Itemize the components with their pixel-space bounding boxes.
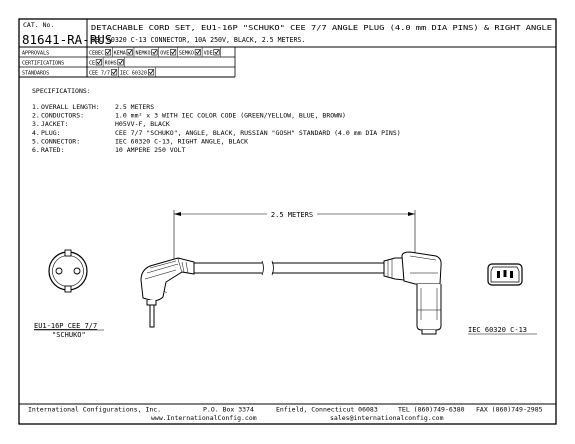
approvals-label: NEMKO — [135, 51, 150, 57]
spec-value: CEE 7/7 "SCHUKO", ANGLE, BLACK, RUSSIAN … — [115, 129, 401, 137]
footer-company: International Configurations, Inc. — [28, 406, 161, 414]
approvals-checkbox — [151, 49, 158, 56]
spec-label: CONNECTOR: — [41, 137, 80, 145]
approvals-checkbox — [170, 49, 177, 56]
approvals-checkbox — [104, 49, 112, 56]
plug-face-icon — [48, 249, 88, 293]
standards-label: IEC 60320 — [120, 71, 147, 77]
approvals-row: CEBEC KEMA NEMKO OVE SEMKO VDE — [89, 47, 221, 57]
spec-label: RATED: — [41, 146, 64, 154]
approvals-label: SEMKO — [179, 51, 194, 57]
footer-tel: TEL (860)749-6380 — [398, 406, 465, 414]
footer-email[interactable]: sales@internationalconfig.com — [330, 414, 444, 422]
cat-number: 81641-RA-RUS — [22, 32, 112, 47]
certifications-checkbox — [117, 59, 124, 66]
approvals-label: APPROVALS — [22, 51, 49, 57]
dimension-arrow-left — [174, 212, 181, 216]
check-mark-icon — [127, 49, 133, 55]
certifications-label: CERTIFICATIONS — [22, 61, 64, 67]
standards-checkbox — [148, 69, 155, 76]
standards-row: CEE 7/7 IEC 60320 — [89, 67, 156, 77]
description-line-1: DETACHABLE CORD SET, EU1-16P "SCHUKO" CE… — [91, 24, 552, 32]
check-mark-icon — [152, 49, 157, 55]
footer-po-box: P.O. Box 3374 — [203, 406, 254, 414]
check-mark-icon — [118, 59, 123, 65]
cat-label: CAT. No. — [23, 21, 54, 29]
approvals-checkbox — [213, 49, 220, 56]
spec-number: 2. — [32, 112, 40, 120]
cord-break-mask — [262, 260, 272, 276]
plug-label-line-2: "SCHUKO" — [52, 331, 86, 339]
approvals-label: VDE — [204, 51, 213, 57]
footer-website[interactable]: www.InternationalConfig.com — [151, 414, 257, 422]
approvals-checkbox — [126, 49, 133, 56]
cord-drawing: 2.5 METERS — [34, 210, 537, 339]
plug-label-line-1: EU1-16P CEE 7/7 — [34, 322, 97, 330]
spec-label: CONDUCTORS: — [41, 112, 84, 120]
spec-value: IEC 60320 C-13, RIGHT ANGLE, BLACK — [115, 137, 248, 145]
spec-list: 1.OVERALL LENGTH: 2.5 METERS 2.CONDUCTORS:… — [32, 103, 401, 154]
certifications-label: CE — [89, 61, 95, 67]
check-mark-icon — [105, 49, 111, 55]
connector-label: IEC 60320 C-13 — [468, 326, 527, 334]
standards-label: CEE 7/7 — [89, 71, 110, 77]
certifications-label: ROHS — [105, 61, 117, 67]
title-block: CAT. No. 81641-RA-RUS DETACHABLE CORD SE… — [19, 19, 556, 78]
approvals-label: CEBEC — [89, 51, 104, 57]
spec-number: 4. — [32, 129, 40, 137]
sheet-border — [18, 18, 557, 425]
cord-break-left — [261, 260, 264, 276]
check-mark-icon — [112, 69, 117, 75]
angle-plug-icon — [140, 257, 195, 328]
spec-value: H05VV-F, BLACK — [115, 120, 170, 128]
length-dimension: 2.5 METERS — [271, 211, 313, 219]
spec-value: 2.5 METERS — [115, 103, 154, 111]
certifications-checkbox — [95, 59, 102, 66]
spec-number: 3. — [32, 120, 40, 128]
spec-label: OVERALL LENGTH: — [41, 103, 100, 111]
spec-number: 1. — [32, 103, 40, 111]
footer: International Configurations, Inc. P.O. … — [19, 403, 556, 422]
spec-label: PLUG: — [41, 129, 61, 137]
certifications-row: CE ROHS — [89, 57, 126, 67]
dimension-arrow-right — [408, 212, 415, 216]
standards-checkbox — [111, 69, 118, 76]
check-mark-icon — [148, 69, 154, 75]
standards-label: STANDARDS — [22, 71, 49, 77]
approvals-label: KEMA — [114, 51, 126, 57]
iec-c13-face-icon — [487, 263, 523, 286]
check-mark-icon — [195, 49, 201, 55]
spec-value: 10 AMPERE 250 VOLT — [115, 146, 186, 154]
spec-label: JACKET: — [41, 120, 68, 128]
footer-fax: FAX (860)749-2985 — [476, 406, 543, 414]
cord-break-right — [271, 260, 274, 276]
approvals-checkbox — [194, 49, 201, 56]
check-mark-icon — [171, 49, 176, 55]
check-mark-icon — [214, 49, 219, 55]
specifications-heading: SPECIFICATIONS: — [32, 87, 91, 95]
approvals-label: OVE — [160, 51, 169, 57]
spec-number: 6. — [32, 146, 40, 154]
footer-address: Enfield, Connecticut 06083 — [276, 406, 378, 414]
specifications: SPECIFICATIONS: 1.OVERALL LENGTH: 2.5 MET… — [32, 87, 401, 154]
spec-value: 1.0 mm² x 3 WITH IEC COLOR CODE (GREEN/Y… — [115, 112, 346, 120]
right-angle-connector-icon — [383, 251, 442, 335]
check-mark-icon — [96, 59, 102, 65]
spec-number: 5. — [32, 137, 40, 145]
description-line-2: IEC 60320 C-13 CONNECTOR, 10A 250V, BLAC… — [91, 36, 305, 44]
